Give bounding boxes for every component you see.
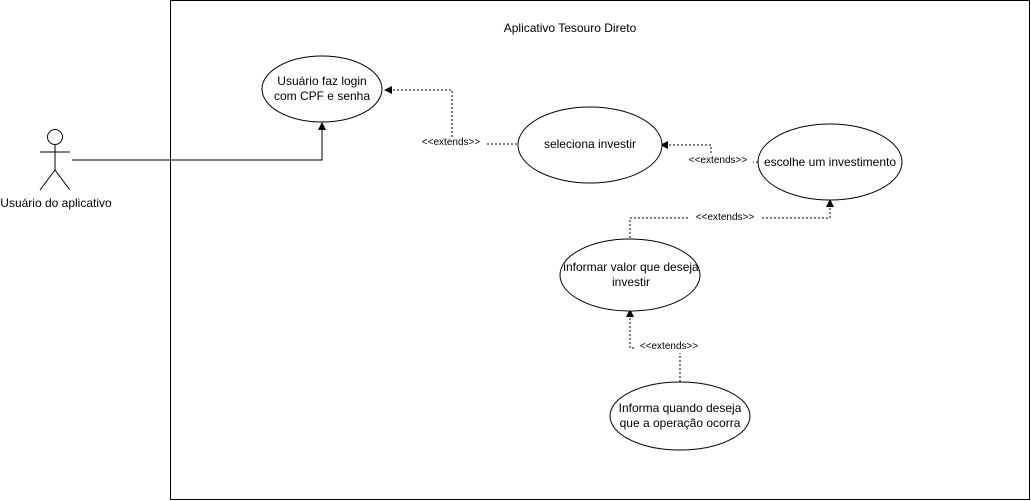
system-title: Aplicativo Tesouro Direto — [503, 21, 637, 35]
extend-arrow-escolher-selecionar — [660, 141, 758, 163]
extend-label-selecionar-login: <<extends>> — [416, 137, 486, 149]
use-case-login-line-1: Usuário faz login — [277, 74, 367, 88]
extend-label-escolher-selecionar: <<extends>> — [683, 155, 753, 167]
extend-arrow-selecionar-login — [384, 86, 517, 145]
use-case-informar-valor-line-2: investir — [611, 275, 650, 289]
system-boundary — [170, 0, 1030, 500]
use-case-selecionar-label: seleciona investir — [518, 137, 662, 152]
use-case-informar-quando — [609, 381, 751, 451]
use-case-escolher — [757, 123, 903, 201]
use-case-login-label: Usuário faz login com CPF e senha — [262, 74, 382, 104]
use-case-login-line-2: com CPF e senha — [273, 89, 371, 103]
use-case-escolher-label: escolhe um investimento — [756, 155, 904, 170]
actor-label: Usuário do aplicativo — [0, 196, 112, 210]
stick-figure-icon — [39, 129, 71, 191]
use-case-selecionar — [517, 106, 663, 184]
use-case-informar-valor-label: informar valor que deseja investir — [556, 260, 706, 290]
use-case-informar-quando-line-1: Informa quando deseja — [618, 401, 742, 415]
use-case-informar-quando-line-2: que a operação ocorra — [619, 416, 741, 430]
association-line — [72, 122, 326, 161]
extend-label-valor-escolher: <<extends>> — [690, 212, 760, 224]
extend-label-quando-valor: <<extends>> — [634, 341, 704, 353]
use-case-selecionar-line-1: seleciona investir — [543, 137, 637, 151]
use-case-informar-valor-line-1: informar valor que deseja — [563, 260, 699, 274]
use-case-informar-valor — [559, 238, 701, 312]
use-case-informar-quando-label: Informa quando deseja que a operação oco… — [608, 401, 752, 431]
extend-arrow-quando-valor — [626, 309, 681, 382]
use-case-escolher-line-1: escolhe um investimento — [763, 155, 897, 169]
use-case-login — [261, 55, 383, 123]
